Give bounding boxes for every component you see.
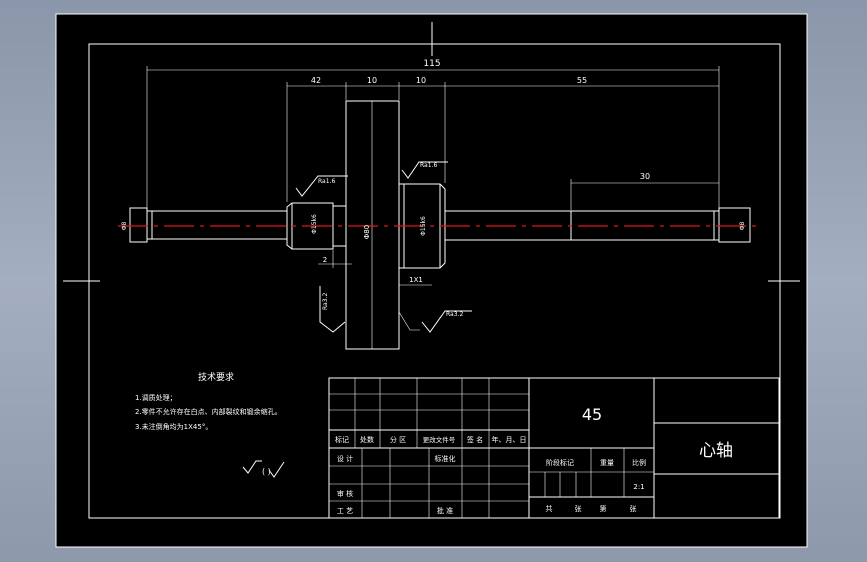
dim-d5-label: 30 (640, 172, 650, 181)
label-jieduan: 阶段标记 (546, 458, 574, 467)
row-gongyi: 工 艺 (337, 507, 353, 515)
general-roughness-symbol (242, 460, 262, 474)
dim-left-bearing-dia: Φ15k6 (311, 214, 318, 234)
label-gong: 共 (546, 504, 553, 513)
row-shenhe: 审 核 (337, 489, 353, 498)
drawing-canvas (56, 14, 807, 547)
notes-line-3: 3.未注倒角均为1X45°。 (135, 422, 212, 431)
dim-step-label: 2 (323, 256, 327, 264)
roughness-label-1: Ra1.6 (318, 178, 335, 185)
title-block (328, 377, 780, 519)
material-label: 45 (582, 405, 602, 424)
roughness-symbol-4 (421, 310, 472, 333)
notes-line-2: 2.零件不允许存在白点、内部裂纹和锻余缩孔。 (135, 407, 282, 416)
header-chushu: 处数 (360, 435, 374, 444)
header-biaoji: 标记 (335, 435, 349, 444)
row-biaozhunhua: 标准化 (435, 454, 456, 463)
general-roughness-parens: ( ) (262, 467, 271, 476)
notes-heading: 技术要求 (198, 371, 234, 383)
dim-left-end-dia: Φ8 (121, 222, 128, 231)
scale-value: 2:1 (633, 483, 644, 491)
label-bili: 比例 (632, 458, 646, 467)
right-end-cap (718, 207, 751, 243)
label-zhang1: 张 (575, 504, 582, 513)
row-sheji: 设 计 (337, 454, 353, 463)
notes-line-1: 1.调质处理； (135, 393, 177, 402)
header-date: 年、月、日 (492, 435, 527, 444)
label-zhang2: 张 (630, 504, 637, 513)
roughness-leader-4 (398, 311, 420, 331)
sheet-outer-border (55, 13, 808, 548)
roughness-label-4: Ra3.2 (446, 311, 463, 318)
dim-total-label: 115 (423, 59, 440, 69)
dim-d3-label: 10 (416, 76, 426, 85)
roughness-symbol-3 (319, 286, 346, 333)
header-gengai: 更改文件号 (423, 435, 456, 444)
label-zhongliang: 重量 (600, 459, 614, 467)
header-qianming: 签 名 (467, 435, 483, 444)
row-pizhun: 批 准 (437, 506, 453, 515)
label-di: 第 (600, 504, 607, 513)
dim-d2-label: 10 (367, 76, 377, 85)
dim-phi-main: Φ80 (363, 225, 371, 239)
dim-chamfer-label: 1X1 (409, 276, 423, 284)
header-fenqu: 分 区 (390, 435, 406, 444)
left-end-cap (129, 207, 148, 243)
roughness-symbol-1 (295, 175, 348, 197)
dim-right-bearing-dia: Φ15k6 (420, 216, 427, 236)
part-name-label: 心轴 (699, 441, 733, 461)
roughness-label-2: Ra1.6 (420, 162, 437, 169)
dim-d1-label: 42 (311, 76, 321, 85)
dim-d4-label: 55 (577, 76, 587, 85)
roughness-label-3: Ra3.2 (322, 293, 329, 310)
roughness-symbol-2 (401, 161, 448, 179)
dim-right-end-dia: Φ8 (739, 222, 746, 231)
general-roughness-symbol-small (268, 461, 285, 478)
